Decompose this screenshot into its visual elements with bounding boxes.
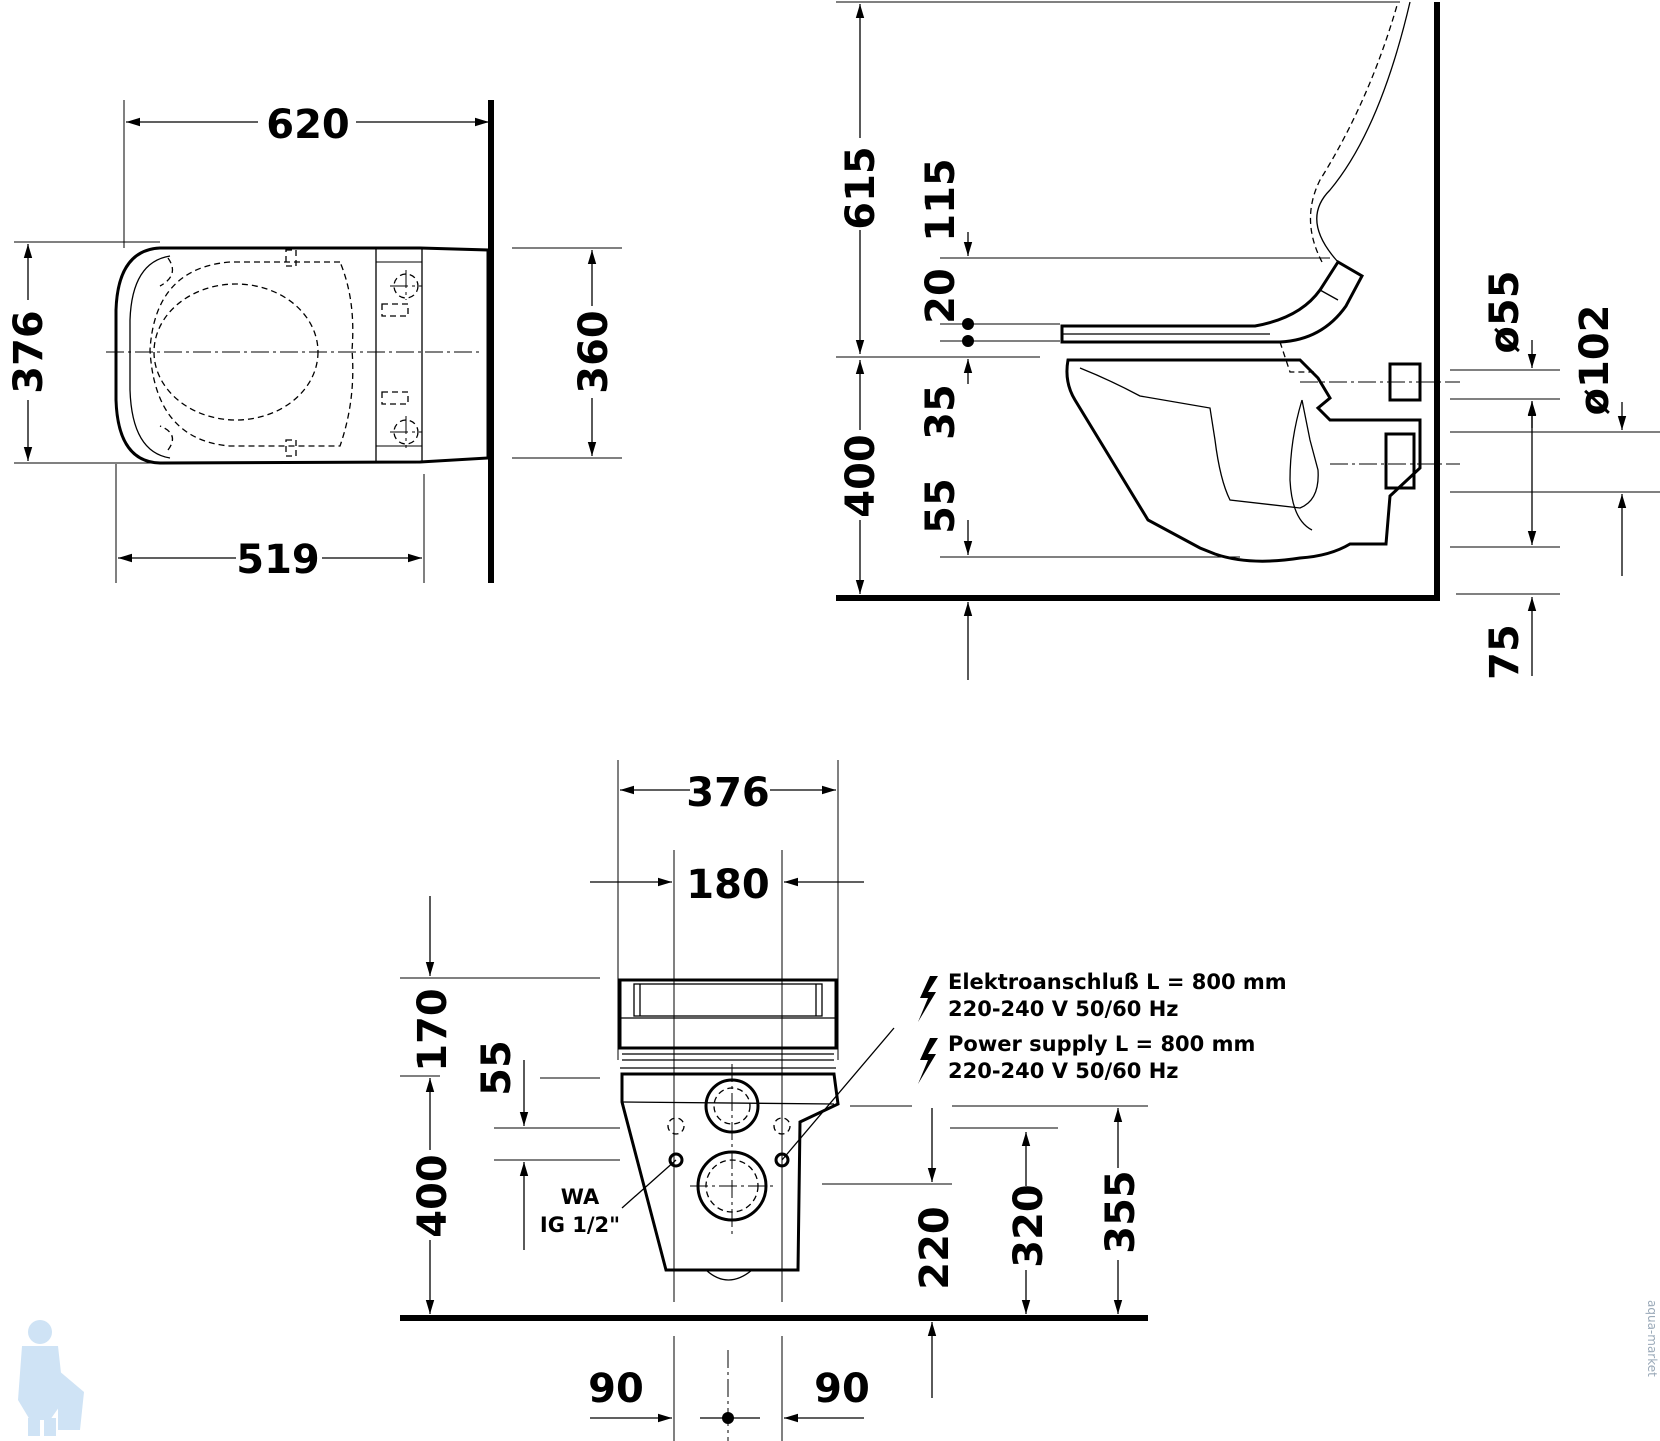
dim-360: 360 <box>571 310 617 394</box>
dim-90-left: 90 <box>588 1366 644 1412</box>
dim-400-front: 400 <box>410 1154 456 1238</box>
dim-615: 615 <box>838 146 884 230</box>
dim-355: 355 <box>1098 1170 1144 1254</box>
side-view: 615 115 20 35 400 55 ø55 ø102 75 <box>836 1 1660 680</box>
dim-20: 20 <box>918 268 964 324</box>
dim-220: 220 <box>912 1206 958 1290</box>
dim-620: 620 <box>266 102 350 148</box>
dim-519: 519 <box>236 537 320 583</box>
bowl-outline-top <box>114 246 490 465</box>
power-en-line2: 220-240 V 50/60 Hz <box>948 1059 1179 1083</box>
wa-thread-label: IG 1/2" <box>540 1213 620 1237</box>
dim-55-front: 55 <box>474 1040 520 1096</box>
power-de-line2: 220-240 V 50/60 Hz <box>948 997 1179 1021</box>
wa-label: WA <box>561 1185 600 1209</box>
dim-55-side: 55 <box>918 478 964 534</box>
lightning-bolt-icon <box>918 976 938 1022</box>
dim-320: 320 <box>1006 1184 1052 1268</box>
lightning-bolt-icon <box>918 1038 938 1084</box>
dim-75: 75 <box>1482 624 1528 680</box>
watermark-logo <box>18 1320 84 1436</box>
dim-90-right: 90 <box>814 1366 870 1412</box>
dim-376-front: 376 <box>686 770 770 816</box>
front-view: 376 180 170 55 400 220 320 355 90 90 WA … <box>400 760 1287 1441</box>
dim-180: 180 <box>686 862 770 908</box>
power-de-line1: Elektroanschluß L = 800 mm <box>948 970 1287 994</box>
dim-115: 115 <box>918 158 964 242</box>
watermark-text: aqua-market <box>1645 1300 1659 1377</box>
dim-170: 170 <box>410 988 456 1072</box>
dim-d55: ø55 <box>1482 270 1528 353</box>
top-view: 620 519 376 360 <box>6 100 622 583</box>
dim-400-side: 400 <box>838 434 884 518</box>
dim-d102: ø102 <box>1572 305 1618 416</box>
dim-376-depth: 376 <box>6 310 52 394</box>
dim-35: 35 <box>918 384 964 440</box>
power-en-line1: Power supply L = 800 mm <box>948 1032 1255 1056</box>
